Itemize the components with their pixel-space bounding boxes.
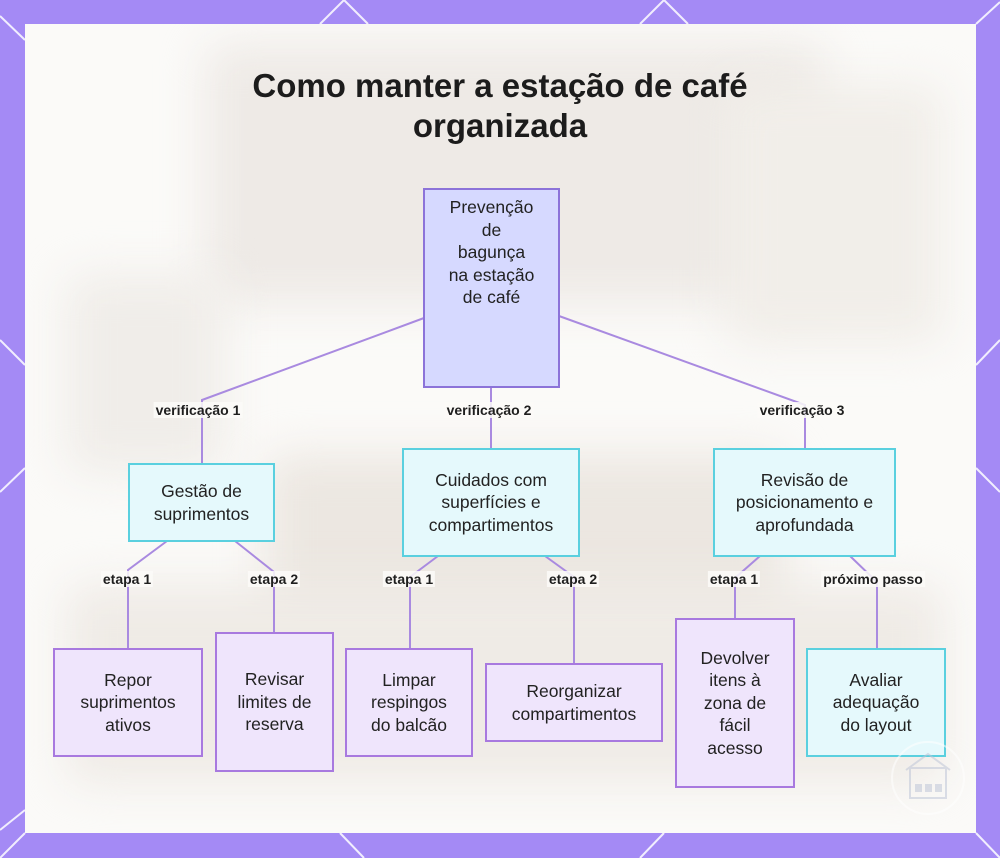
edge-label-verification-1: verificação 1: [153, 402, 243, 418]
node-clean: Limpar respingos do balcão: [345, 648, 473, 757]
node-restock: Repor suprimentos ativos: [53, 648, 203, 757]
node-reorganize-label: Reorganizar compartimentos: [511, 681, 637, 724]
node-surfaces: Cuidados com superfícies e compartimento…: [402, 448, 580, 557]
node-evaluate-label: Avaliar adequação do layout: [832, 669, 920, 735]
node-root-label: Prevenção de bagunça na estação de café: [448, 197, 535, 307]
node-positioning: Revisão de posicionamento e aprofundada: [713, 448, 896, 557]
node-supplies: Gestão de suprimentos: [128, 463, 275, 542]
node-supplies-label: Gestão de suprimentos: [153, 481, 250, 524]
diagram-title: Como manter a estação de café organizada: [252, 67, 748, 144]
edge-label-step-2: etapa 2: [546, 571, 600, 587]
node-surfaces-label: Cuidados com superfícies e compartimento…: [428, 469, 554, 535]
edge-positioning-evaluate: [849, 555, 878, 648]
edge-label-verification-3: verificação 3: [757, 402, 847, 418]
node-return-items-label: Devolver itens à zona de fácil acesso: [700, 647, 770, 758]
edge-label-verification-2: verificação 2: [444, 402, 534, 418]
edge-root-positioning: [558, 315, 806, 448]
node-reorganize: Reorganizar compartimentos: [485, 663, 663, 742]
building-icon: [891, 741, 965, 815]
node-evaluate: Avaliar adequação do layout: [806, 648, 946, 757]
diagram-card: [25, 24, 976, 833]
edge-label-step-1: etapa 1: [382, 571, 436, 587]
node-return-items: Devolver itens à zona de fácil acesso: [675, 618, 795, 788]
edge-label-step-1: etapa 1: [707, 571, 761, 587]
node-root: Prevenção de bagunça na estação de café: [423, 188, 560, 388]
edge-positioning-return: [734, 555, 761, 618]
edge-label-step-1: etapa 1: [100, 571, 154, 587]
node-restock-label: Repor suprimentos ativos: [80, 669, 176, 735]
edge-root-supplies: [201, 317, 425, 463]
edge-label-step-2: etapa 2: [247, 571, 301, 587]
node-reserve: Revisar limites de reserva: [215, 632, 334, 772]
edge-supplies-restock: [127, 540, 168, 648]
node-positioning-label: Revisão de posicionamento e aprofundada: [735, 469, 874, 535]
node-reserve-label: Revisar limites de reserva: [237, 669, 312, 735]
node-clean-label: Limpar respingos do balcão: [371, 669, 447, 735]
edge-label-next-step: próximo passo: [821, 571, 925, 587]
edge-surfaces-clean: [409, 555, 439, 648]
